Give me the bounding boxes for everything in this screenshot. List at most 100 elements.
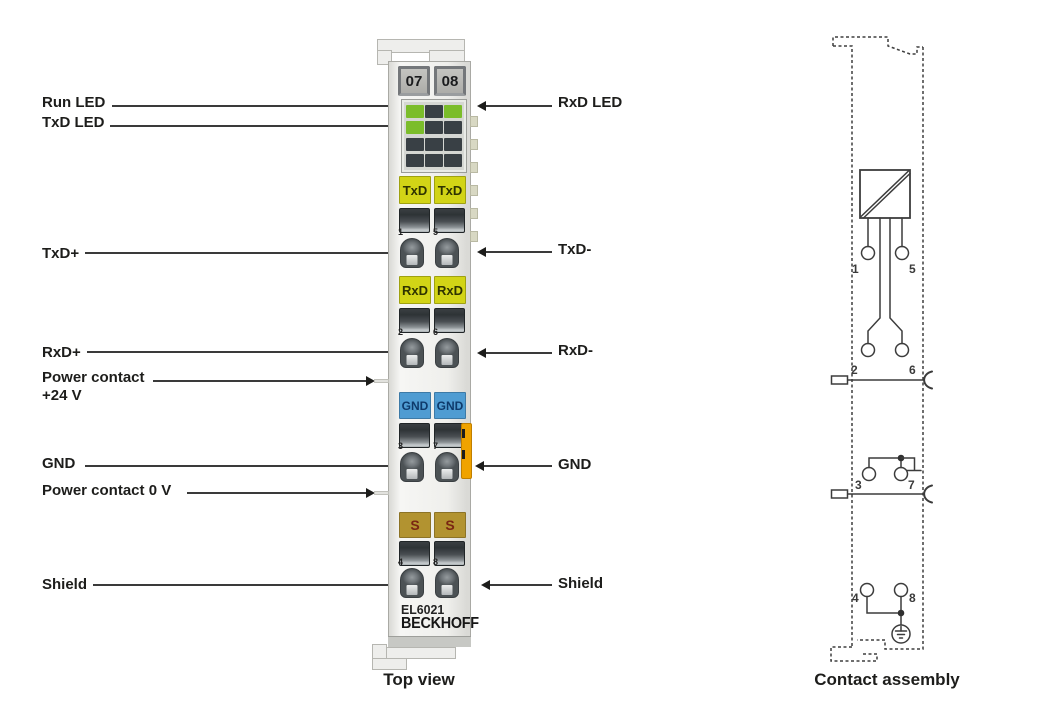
caption-top-view: Top view (383, 670, 455, 689)
contact-pin-8: 8 (433, 557, 459, 598)
earth-ground-icon (891, 624, 911, 644)
rxd-led-indicator (444, 105, 462, 119)
leader-txd-plus (85, 248, 400, 258)
bus-contact (470, 116, 478, 127)
pin-circle-6 (894, 342, 910, 358)
led-row-1 (406, 105, 462, 119)
diagram-pin-3: 3 (855, 478, 862, 492)
label-shield-left: Shield (42, 576, 88, 593)
led-row-2 (406, 121, 462, 135)
earth-circle (891, 624, 911, 644)
led-display (401, 99, 467, 173)
pin-number: 4 (398, 557, 404, 567)
pin-circle-7 (893, 466, 909, 482)
arrowhead-icon (475, 461, 484, 471)
label-power-contact-24v: Power contact +24 V (42, 369, 145, 405)
bus-contact (470, 231, 478, 242)
power-blade-left-0v (830, 489, 849, 499)
pin-circle-5 (894, 245, 910, 261)
label-gnd-right: GND (558, 456, 592, 473)
gnd-bridge (868, 457, 902, 469)
release-button (399, 308, 430, 333)
leader-txd-minus (477, 247, 552, 257)
bus-contact (470, 208, 478, 219)
module-dashed-outline (830, 36, 924, 662)
pin-circle-3 (861, 466, 877, 482)
power-socket-right-0v (923, 484, 933, 504)
label-power-contact-0v: Power contact 0 V (42, 482, 172, 499)
pin-circle-1 (860, 245, 876, 261)
wire-slot (441, 469, 453, 479)
leader-rxd-minus (477, 348, 552, 358)
label-txd-minus: TxD- (558, 241, 592, 258)
led-gap (425, 121, 443, 135)
signal-label-gnd-right: GND (434, 392, 466, 419)
diagram-pin-2: 2 (851, 363, 858, 377)
led-gap (425, 153, 443, 167)
leader-power-contact-24v (153, 376, 375, 386)
run-led-indicator (406, 105, 424, 119)
release-button (399, 208, 430, 233)
label-txd-plus: TxD+ (42, 245, 80, 262)
din-clip-bottom-foot (372, 658, 407, 670)
pin-number: 7 (433, 441, 439, 451)
leader-gnd-left (85, 461, 400, 471)
signal-label-txd-right: TxD (434, 176, 466, 204)
contact-pin-7: 7 (433, 441, 459, 482)
label-rxd-plus: RxD+ (42, 344, 81, 361)
diagram-pin-6: 6 (909, 363, 916, 377)
power-socket-right-24v (923, 370, 933, 390)
pin-number: 8 (433, 557, 439, 567)
signal-label-gnd-left: GND (399, 392, 431, 419)
txd-led-indicator (406, 121, 424, 135)
gnd-tap (900, 457, 916, 471)
label-rxd-minus: RxD- (558, 342, 594, 359)
tab-mark (462, 429, 465, 438)
label-power-contact-24v-line2: +24 V (42, 387, 82, 404)
slot-key-07: 07 (398, 66, 430, 96)
shield-bridge (866, 595, 899, 614)
led-off (444, 153, 462, 167)
bus-contact (470, 139, 478, 150)
arrowhead-icon (481, 580, 490, 590)
led-gap (425, 137, 443, 151)
power-contact-notch-0v (374, 491, 389, 495)
contact-pin-1: 1 (398, 227, 424, 268)
label-run-led: Run LED (42, 94, 106, 111)
wire-slot (406, 255, 418, 265)
leader-shield-right (481, 580, 552, 590)
release-button (399, 423, 430, 448)
wire-slot (406, 585, 418, 595)
led-off (444, 121, 462, 135)
wire-pin2 (867, 217, 881, 345)
pin-circle-4 (859, 582, 875, 598)
pin-circle-8 (893, 582, 909, 598)
label-shield-right: Shield (558, 575, 604, 592)
contact-pin-6: 6 (433, 327, 459, 368)
leader-txd-led (110, 121, 398, 131)
contact-pin-3: 3 (398, 441, 424, 482)
slot-key-08: 08 (434, 66, 466, 96)
power-contact-notch-24v (374, 379, 389, 383)
contact-pin-4: 4 (398, 557, 424, 598)
leader-gnd-right (475, 461, 552, 471)
diagram-pin-1: 1 (852, 262, 859, 276)
wire-slot (441, 255, 453, 265)
label-rxd-led: RxD LED (558, 94, 623, 111)
junction-dot (897, 609, 905, 617)
release-button (434, 308, 465, 333)
label-txd-led: TxD LED (42, 114, 105, 131)
pin-number: 6 (433, 327, 439, 337)
wire-slot (406, 469, 418, 479)
bus-contact (470, 162, 478, 173)
diagram-pin-4: 4 (852, 591, 859, 605)
coding-tab (461, 423, 472, 479)
wire-pin6 (889, 217, 903, 345)
contact-assembly-diagram: 1 5 2 6 3 7 4 8 (830, 36, 933, 662)
led-row-4 (406, 153, 462, 167)
release-button (399, 541, 430, 566)
din-clip-top (377, 39, 465, 53)
circuit (830, 169, 933, 644)
arrowhead-icon (477, 101, 486, 111)
led-off (406, 137, 424, 151)
